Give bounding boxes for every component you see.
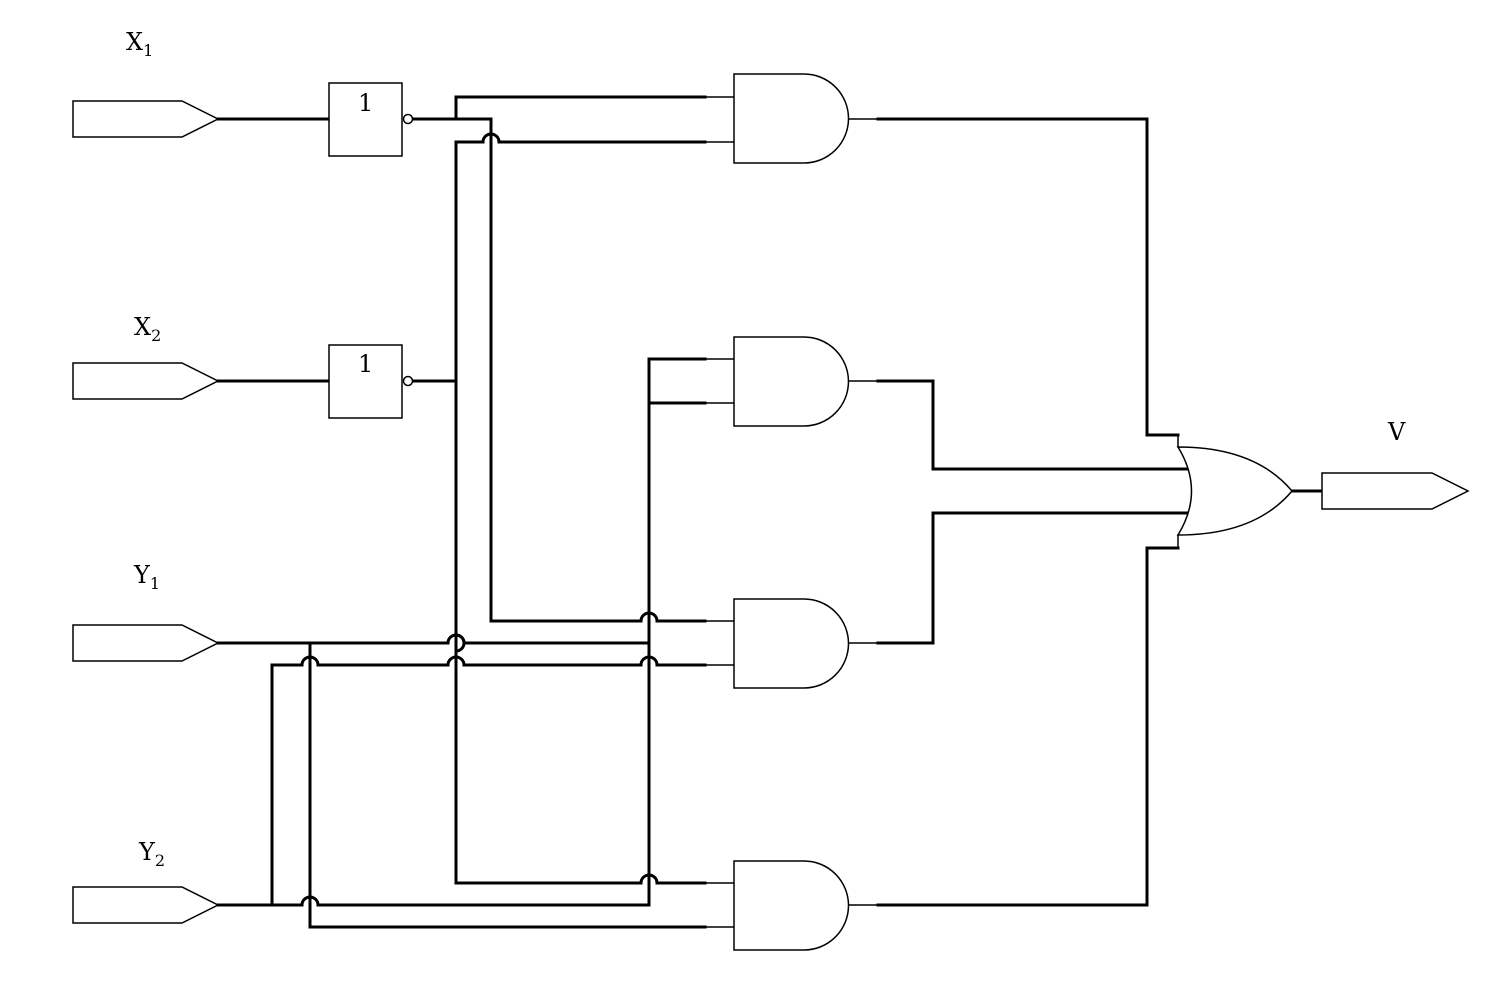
and-gate-2 — [704, 336, 879, 427]
label-y1: Y1 — [133, 561, 160, 593]
wires — [216, 95, 1324, 929]
wire-and1-to-or — [876, 117, 1180, 437]
not-gate-1-bubble — [402, 113, 414, 125]
and-gate-4-pins — [704, 882, 879, 928]
wire-not1-out — [411, 117, 707, 623]
wire-y2-to-and3 — [270, 655, 707, 907]
input-port-x1 — [72, 100, 220, 138]
wire-y1-to-and3 — [308, 357, 707, 645]
wire-and4-to-or — [876, 546, 1180, 907]
and-gate-3-body — [733, 598, 850, 689]
input-labels: X1 X2 Y1 Y2 — [126, 28, 165, 870]
label-v: V — [1387, 418, 1406, 446]
not-gate-1-label: 1 — [358, 89, 373, 117]
and-gate-1-body — [733, 73, 850, 164]
input-port-y1 — [72, 624, 220, 662]
wire-not2-rail — [411, 132, 707, 885]
and-gate-4-body — [733, 860, 850, 951]
not-gate-2-bubble — [402, 375, 414, 387]
label-x1: X1 — [126, 28, 153, 60]
not-gate-2: 1 — [328, 344, 414, 419]
and-gate-2-pins — [704, 358, 879, 404]
output-port-v — [1321, 472, 1470, 510]
not-gate-1: 1 — [328, 82, 414, 157]
input-ports — [72, 100, 220, 924]
and-gate-3 — [704, 598, 879, 689]
and-gate-1 — [704, 73, 879, 164]
wire-not2-to-and4 — [454, 873, 707, 885]
not-gate-1-body — [328, 82, 403, 157]
wire-y2-to-and2 — [270, 401, 707, 907]
output-port-v-group: V — [1321, 418, 1470, 510]
not-gate-2-label: 1 — [358, 350, 373, 378]
label-y2: Y2 — [138, 838, 165, 870]
or-gate — [1176, 434, 1293, 549]
or-gate-body — [1176, 446, 1293, 536]
wire-y1-to-and4 — [308, 641, 707, 929]
wire-not1-to-and1 — [454, 95, 707, 121]
label-x2: X2 — [134, 313, 161, 345]
and-gate-1-pins — [704, 96, 879, 143]
wire-and3-to-or — [876, 511, 1192, 645]
wire-and2-to-or — [876, 379, 1192, 471]
and-gate-4 — [704, 860, 879, 951]
and-gate-3-pins — [704, 620, 879, 666]
and-gate-2-body — [733, 336, 850, 427]
input-port-y2 — [72, 886, 220, 924]
input-port-x2 — [72, 362, 220, 400]
not-gate-2-body — [328, 344, 403, 419]
